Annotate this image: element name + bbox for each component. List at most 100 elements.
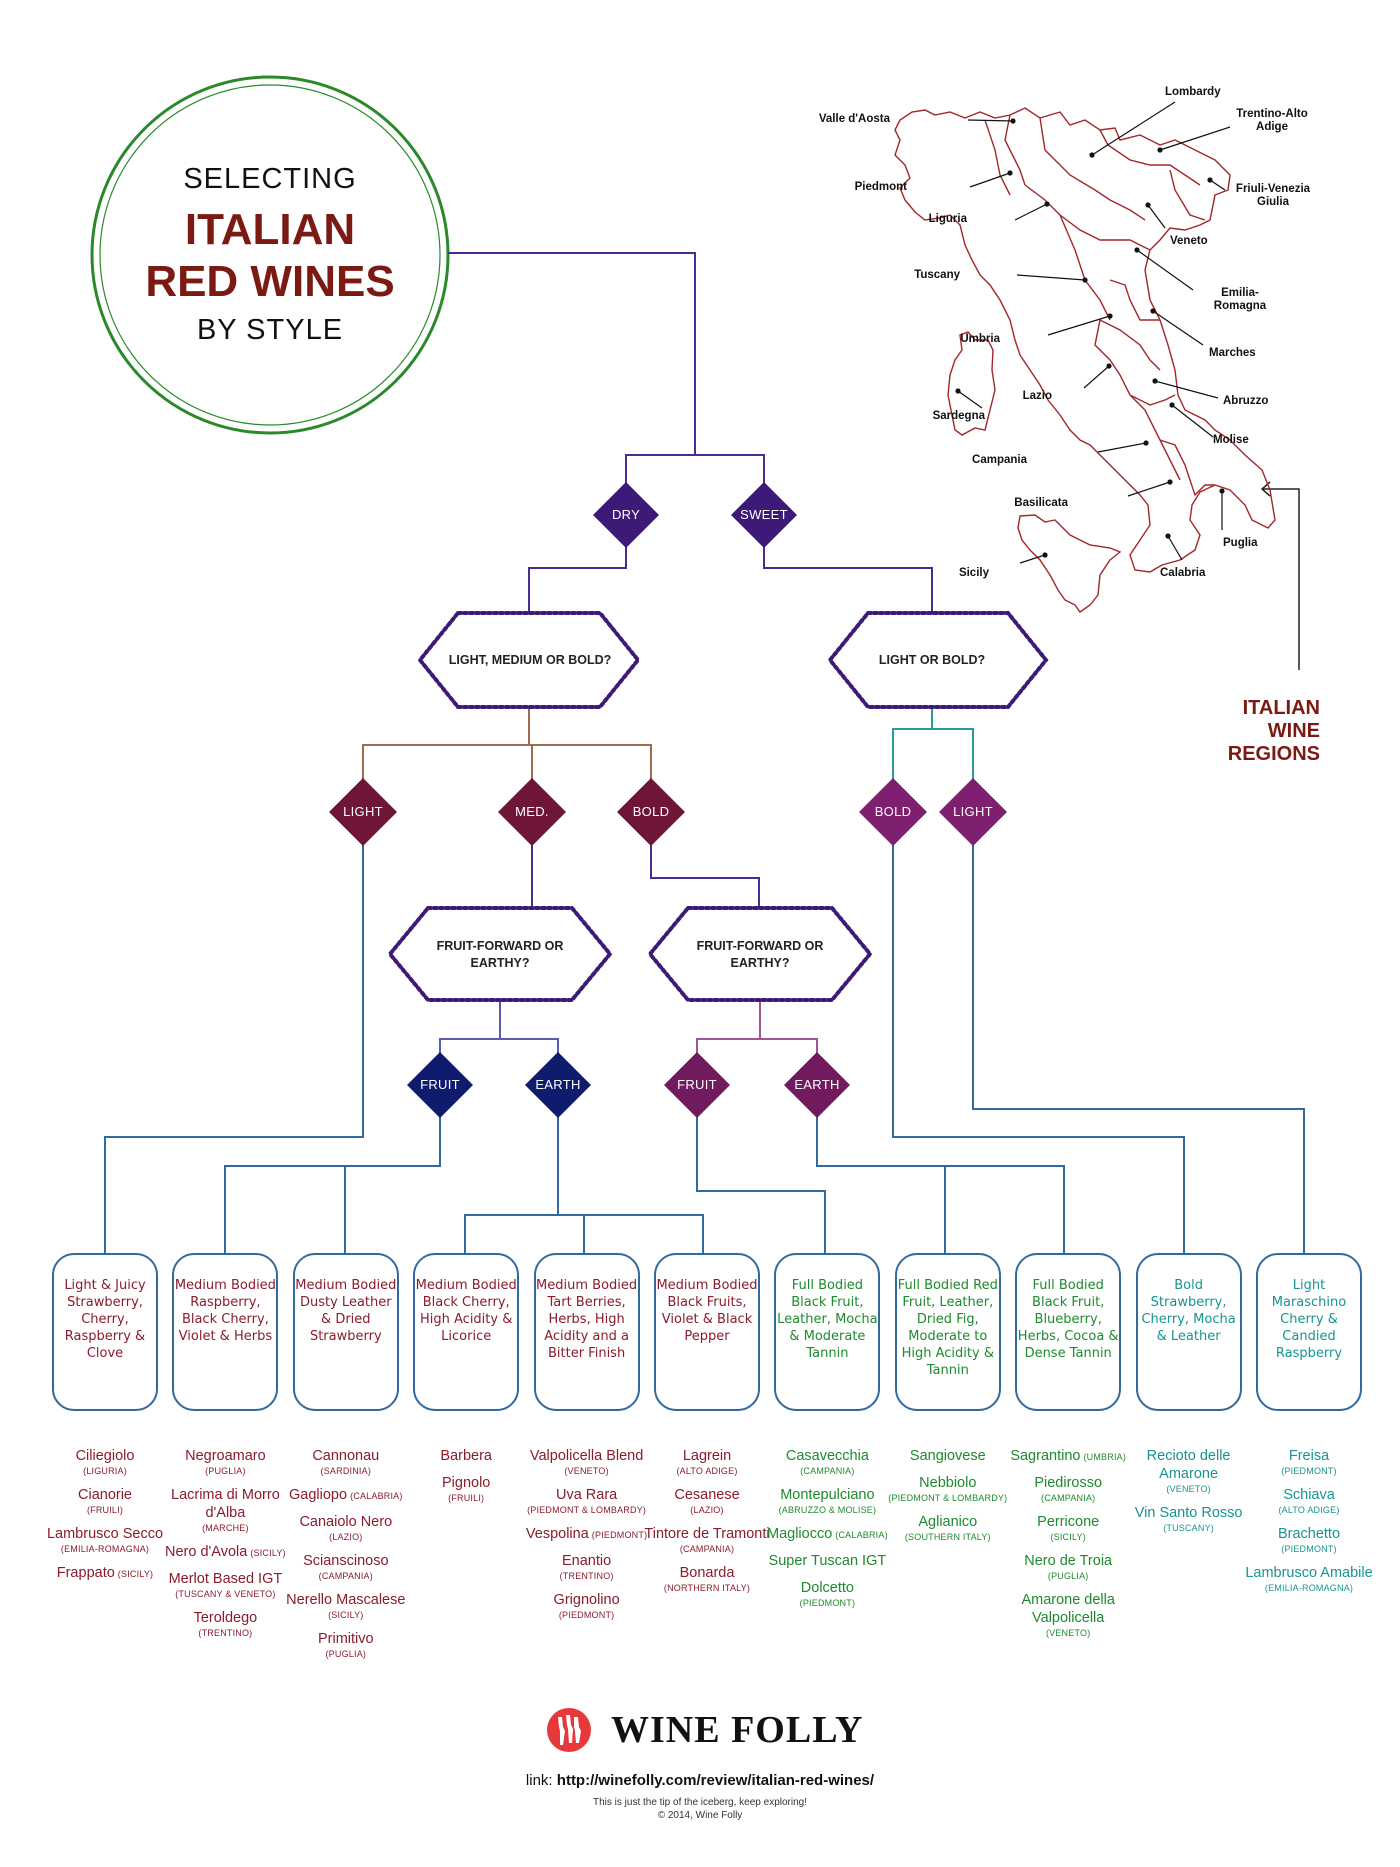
- med-earth-diamond[interactable]: [525, 1052, 591, 1118]
- wine-item[interactable]: Magliocco(CALABRIA): [762, 1525, 892, 1543]
- wine-item[interactable]: Lacrima di Morro d'Alba(MARCHE): [160, 1486, 290, 1534]
- wine-item[interactable]: Primitivo(PUGLIA): [281, 1630, 411, 1660]
- map-pin-icon: [1134, 247, 1140, 253]
- style-box[interactable]: Medium Bodied Black Fruits, Violet & Bla…: [654, 1253, 760, 1411]
- bold-earth-diamond[interactable]: [784, 1052, 850, 1118]
- question-sweet-body: LIGHT OR BOLD?: [878, 653, 986, 667]
- style-box[interactable]: Medium Bodied Raspberry, Black Cherry, V…: [172, 1253, 279, 1411]
- wine-region: (CAMPANIA): [800, 1466, 855, 1476]
- wine-region: (UMBRIA): [1083, 1452, 1127, 1462]
- wine-item[interactable]: Lambrusco Secco(EMILIA-ROMAGNA): [40, 1525, 170, 1555]
- map-region-label: Valle d'Aosta: [818, 113, 890, 125]
- wine-item[interactable]: Negroamaro(PUGLIA): [160, 1447, 290, 1477]
- decision-dry[interactable]: DRY: [611, 507, 641, 522]
- wine-item[interactable]: Scianscinoso(CAMPANIA): [281, 1552, 411, 1582]
- wine-region: (VENETO): [564, 1466, 609, 1476]
- wine-name: Cianorie: [78, 1487, 132, 1503]
- wine-item[interactable]: Cannonau(SARDINIA): [281, 1447, 411, 1477]
- style-box[interactable]: Medium Bodied Tart Berries, Herbs, High …: [533, 1253, 640, 1411]
- wine-item[interactable]: Sangiovese: [883, 1447, 1013, 1465]
- wine-item[interactable]: Aglianico(SOUTHERN ITALY): [883, 1513, 1013, 1543]
- decision-sweet-light[interactable]: LIGHT: [953, 804, 993, 819]
- wine-item[interactable]: Gagliopo(CALABRIA): [281, 1486, 411, 1504]
- wine-item[interactable]: Schiava(ALTO ADIGE): [1244, 1486, 1374, 1516]
- wine-item[interactable]: Super Tuscan IGT: [762, 1552, 892, 1570]
- decision-med-fruit[interactable]: FRUIT: [420, 1077, 460, 1092]
- wine-region: (SOUTHERN ITALY): [904, 1532, 991, 1542]
- map-region-label: Puglia: [1223, 537, 1258, 549]
- wine-item[interactable]: Bonarda(NORTHERN ITALY): [642, 1564, 772, 1594]
- wine-item[interactable]: Amarone della Valpolicella(VENETO): [1003, 1591, 1133, 1639]
- map-leader-line: [1083, 365, 1110, 389]
- wine-item[interactable]: Nerello Mascalese(SICILY): [281, 1591, 411, 1621]
- style-box[interactable]: Bold Strawberry, Cherry, Mocha & Leather: [1135, 1253, 1242, 1411]
- decision-dry-bold[interactable]: BOLD: [632, 804, 670, 819]
- med-fruit-diamond[interactable]: [407, 1052, 473, 1118]
- wine-item[interactable]: Nero d'Avola(SICILY): [160, 1543, 290, 1561]
- decision-dry-med[interactable]: MED.: [515, 804, 549, 819]
- decision-bold-earth[interactable]: EARTH: [794, 1077, 840, 1092]
- style-box[interactable]: Full Bodied Black Fruit, Blueberry, Herb…: [1015, 1253, 1122, 1411]
- connectors-top: [448, 252, 933, 613]
- wine-item[interactable]: Piedirosso(CAMPANIA): [1003, 1474, 1133, 1504]
- wine-item[interactable]: Vespolina(PIEDMONT): [522, 1525, 652, 1543]
- wine-item[interactable]: Frappato(SICILY): [40, 1564, 170, 1582]
- style-box[interactable]: Medium Bodied Dusty Leather & Dried Stra…: [292, 1253, 399, 1411]
- wine-item[interactable]: Perricone(SICILY): [1003, 1513, 1133, 1543]
- wine-item[interactable]: Cianorie(FRUILI): [40, 1486, 170, 1516]
- wine-item[interactable]: Sagrantino(UMBRIA): [1003, 1447, 1133, 1465]
- style-box[interactable]: Full Bodied Red Fruit, Leather, Dried Fi…: [894, 1253, 1001, 1411]
- dry-diamond[interactable]: [593, 482, 659, 548]
- wine-item[interactable]: Brachetto(PIEDMONT): [1244, 1525, 1374, 1555]
- dry-light-diamond[interactable]: [329, 778, 397, 846]
- wine-item[interactable]: Enantio(TRENTINO): [522, 1552, 652, 1582]
- wine-item[interactable]: Lambrusco Amabile(EMILIA-ROMAGNA): [1244, 1564, 1374, 1594]
- wine-item[interactable]: Dolcetto(PIEDMONT): [762, 1579, 892, 1609]
- wine-item[interactable]: Montepulciano(ABRUZZO & MOLISE): [762, 1486, 892, 1516]
- decision-dry-light[interactable]: LIGHT: [343, 804, 383, 819]
- sweet-diamond[interactable]: [731, 482, 797, 548]
- wine-item[interactable]: Canaiolo Nero(LAZIO): [281, 1513, 411, 1543]
- decision-med-earth[interactable]: EARTH: [535, 1077, 581, 1092]
- style-box[interactable]: Full Bodied Black Fruit, Leather, Mocha …: [774, 1253, 881, 1411]
- wine-item[interactable]: Barbera: [401, 1447, 531, 1465]
- decision-sweet-bold[interactable]: BOLD: [874, 804, 912, 819]
- dry-bold-diamond[interactable]: [617, 778, 685, 846]
- map-pin-icon: [1082, 277, 1088, 283]
- style-box[interactable]: Light Maraschino Cherry & Candied Raspbe…: [1256, 1253, 1362, 1411]
- link-url[interactable]: http://winefolly.com/review/italian-red-…: [556, 1772, 875, 1789]
- wine-item[interactable]: Vin Santo Rosso(TUSCANY): [1124, 1504, 1254, 1534]
- decision-sweet[interactable]: SWEET: [740, 507, 788, 522]
- bold-fruit-diamond[interactable]: [664, 1052, 730, 1118]
- style-box[interactable]: Light & Juicy Strawberry, Cherry, Raspbe…: [52, 1253, 158, 1411]
- wine-item[interactable]: Lagrein(ALTO ADIGE): [642, 1447, 772, 1477]
- wine-item[interactable]: Teroldego(TRENTINO): [160, 1609, 290, 1639]
- sweet-bold-diamond[interactable]: [859, 778, 927, 846]
- wine-region: (TUSCANY): [1163, 1523, 1214, 1533]
- wine-item[interactable]: Recioto delle Amarone(VENETO): [1124, 1447, 1254, 1495]
- sweet-light-diamond[interactable]: [939, 778, 1007, 846]
- wine-item[interactable]: Casavecchia(CAMPANIA): [762, 1447, 892, 1477]
- style-box[interactable]: Medium Bodied Black Cherry, High Acidity…: [413, 1253, 520, 1411]
- wine-item[interactable]: Nebbiolo(PIEDMONT & LOMBARDY): [883, 1474, 1013, 1504]
- wine-item[interactable]: Ciliegiolo(LIGURIA): [40, 1447, 170, 1477]
- wine-name: Cannonau: [312, 1448, 380, 1464]
- map-region-label: Tuscany: [914, 269, 960, 281]
- map-pin-icon: [1157, 147, 1163, 153]
- wine-item[interactable]: Tintore de Tramonti(CAMPANIA): [642, 1525, 772, 1555]
- wine-name: Perricone: [1037, 1514, 1100, 1530]
- wine-item[interactable]: Nero de Troia(PUGLIA): [1003, 1552, 1133, 1582]
- brand-name: WINE FOLLY: [611, 1709, 864, 1751]
- wine-item[interactable]: Freisa(PIEDMONT): [1244, 1447, 1374, 1477]
- wine-item[interactable]: Pignolo(FRUILI): [401, 1474, 531, 1504]
- wine-item[interactable]: Uva Rara(PIEDMONT & LOMBARDY): [522, 1486, 652, 1516]
- wine-item[interactable]: Valpolicella Blend(VENETO): [522, 1447, 652, 1477]
- dry-med-diamond[interactable]: [498, 778, 566, 846]
- decision-bold-fruit[interactable]: FRUIT: [677, 1077, 717, 1092]
- wine-item[interactable]: Cesanese(LAZIO): [642, 1486, 772, 1516]
- wine-item[interactable]: Grignolino(PIEDMONT): [522, 1591, 652, 1621]
- wine-list: Negroamaro(PUGLIA) Lacrima di Morro d'Alb…: [160, 1447, 290, 1648]
- wine-item[interactable]: Merlot Based IGT(TUSCANY & VENETO): [160, 1570, 290, 1600]
- map-region-label: Trentino-Alto Adige: [1236, 108, 1308, 133]
